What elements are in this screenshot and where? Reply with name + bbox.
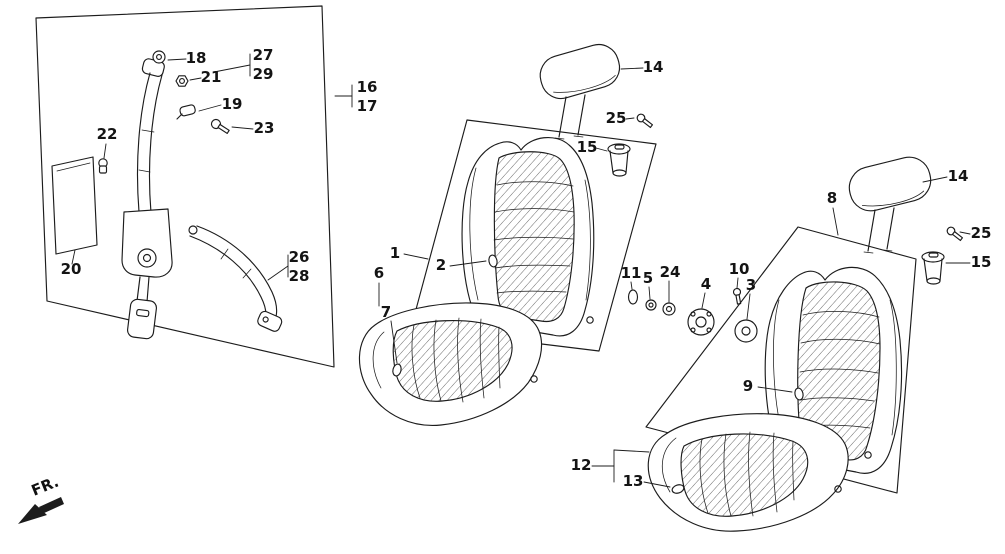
callout-7: 7 [381,303,391,321]
callout-14-right: 14 [948,167,969,185]
fr-direction-indicator: FR. [18,473,64,524]
callout-21: 21 [201,68,222,86]
belt-retractor [121,208,173,278]
lap-belt [196,225,278,321]
washer-part-24 [662,302,676,316]
callout-23: 23 [254,119,275,137]
callout-15-left: 15 [577,138,598,156]
callouts: 18 21 19 23 22 27 29 16 17 20 26 28 14 2… [61,46,992,490]
callout-13: 13 [623,472,644,490]
callout-12: 12 [571,456,592,474]
callout-25-left: 25 [606,109,627,127]
seatback-boundary-box-right [645,226,917,494]
headrest [539,43,621,140]
callout-22: 22 [97,125,118,143]
headrest-guide-part-15-right [921,251,945,285]
headrest-guide-part-15 [607,143,631,177]
callout-24: 24 [660,263,681,281]
fr-arrow-head [18,504,47,524]
fr-label: FR. [29,473,62,500]
seat-cushion [358,302,543,427]
clip-part-22 [98,158,108,174]
callout-4: 4 [701,275,711,293]
seatback [461,137,595,337]
cushion-fitting-part-13 [671,484,685,494]
fr-arrow-icon [39,497,64,514]
screw-part-25-right [946,226,964,242]
recliner-gear-part-4 [687,308,715,336]
callout-16: 16 [357,78,378,96]
front-seat-right-group [645,156,964,532]
callout-3: 3 [746,276,756,294]
belt-guide-part-19 [176,104,196,120]
nut-part-21 [175,75,189,87]
callout-5: 5 [643,269,653,287]
cushion-fitting-part-7 [392,363,402,377]
bolt-part-23 [210,118,230,134]
belt-webbing [136,72,151,213]
belt-buckle [127,298,157,340]
callout-8: 8 [827,189,837,207]
front-seat-left-group [358,43,657,427]
seat-cushion-right [647,413,849,532]
callout-29: 29 [253,65,274,83]
ring-part-11 [627,289,639,305]
recliner-knob-part-3 [734,319,758,343]
callout-28: 28 [289,267,310,285]
callout-15-right: 15 [971,253,992,271]
belt-anchor-plate [257,310,283,332]
screw-part-25-left [636,113,654,129]
callout-10: 10 [729,260,750,278]
seatback-fitting-part-2 [488,254,498,268]
bolt-part-18 [152,50,166,64]
callout-11: 11 [621,264,642,282]
callout-18: 18 [186,49,207,67]
callout-19: 19 [222,95,243,113]
callout-26: 26 [289,248,310,266]
callout-1: 1 [390,244,400,262]
washer-part-5 [645,299,657,311]
seatback-fitting-part-9 [794,387,804,401]
leader-lines [71,53,971,488]
callout-14-left: 14 [643,58,664,76]
seatback-boundary-box [410,119,657,352]
seatbelt-boundary-box [35,5,335,368]
callout-9: 9 [743,377,753,395]
headrest-right [848,156,932,254]
seatbelt-assembly-group [35,5,335,368]
recliner-hardware-group [627,287,758,343]
callout-20: 20 [61,260,82,278]
anchor-plate-part-20 [51,156,98,255]
callout-25-right: 25 [971,224,992,242]
callout-6: 6 [374,264,384,282]
callout-27: 27 [253,46,274,64]
callout-2: 2 [436,256,446,274]
callout-17: 17 [357,97,378,115]
